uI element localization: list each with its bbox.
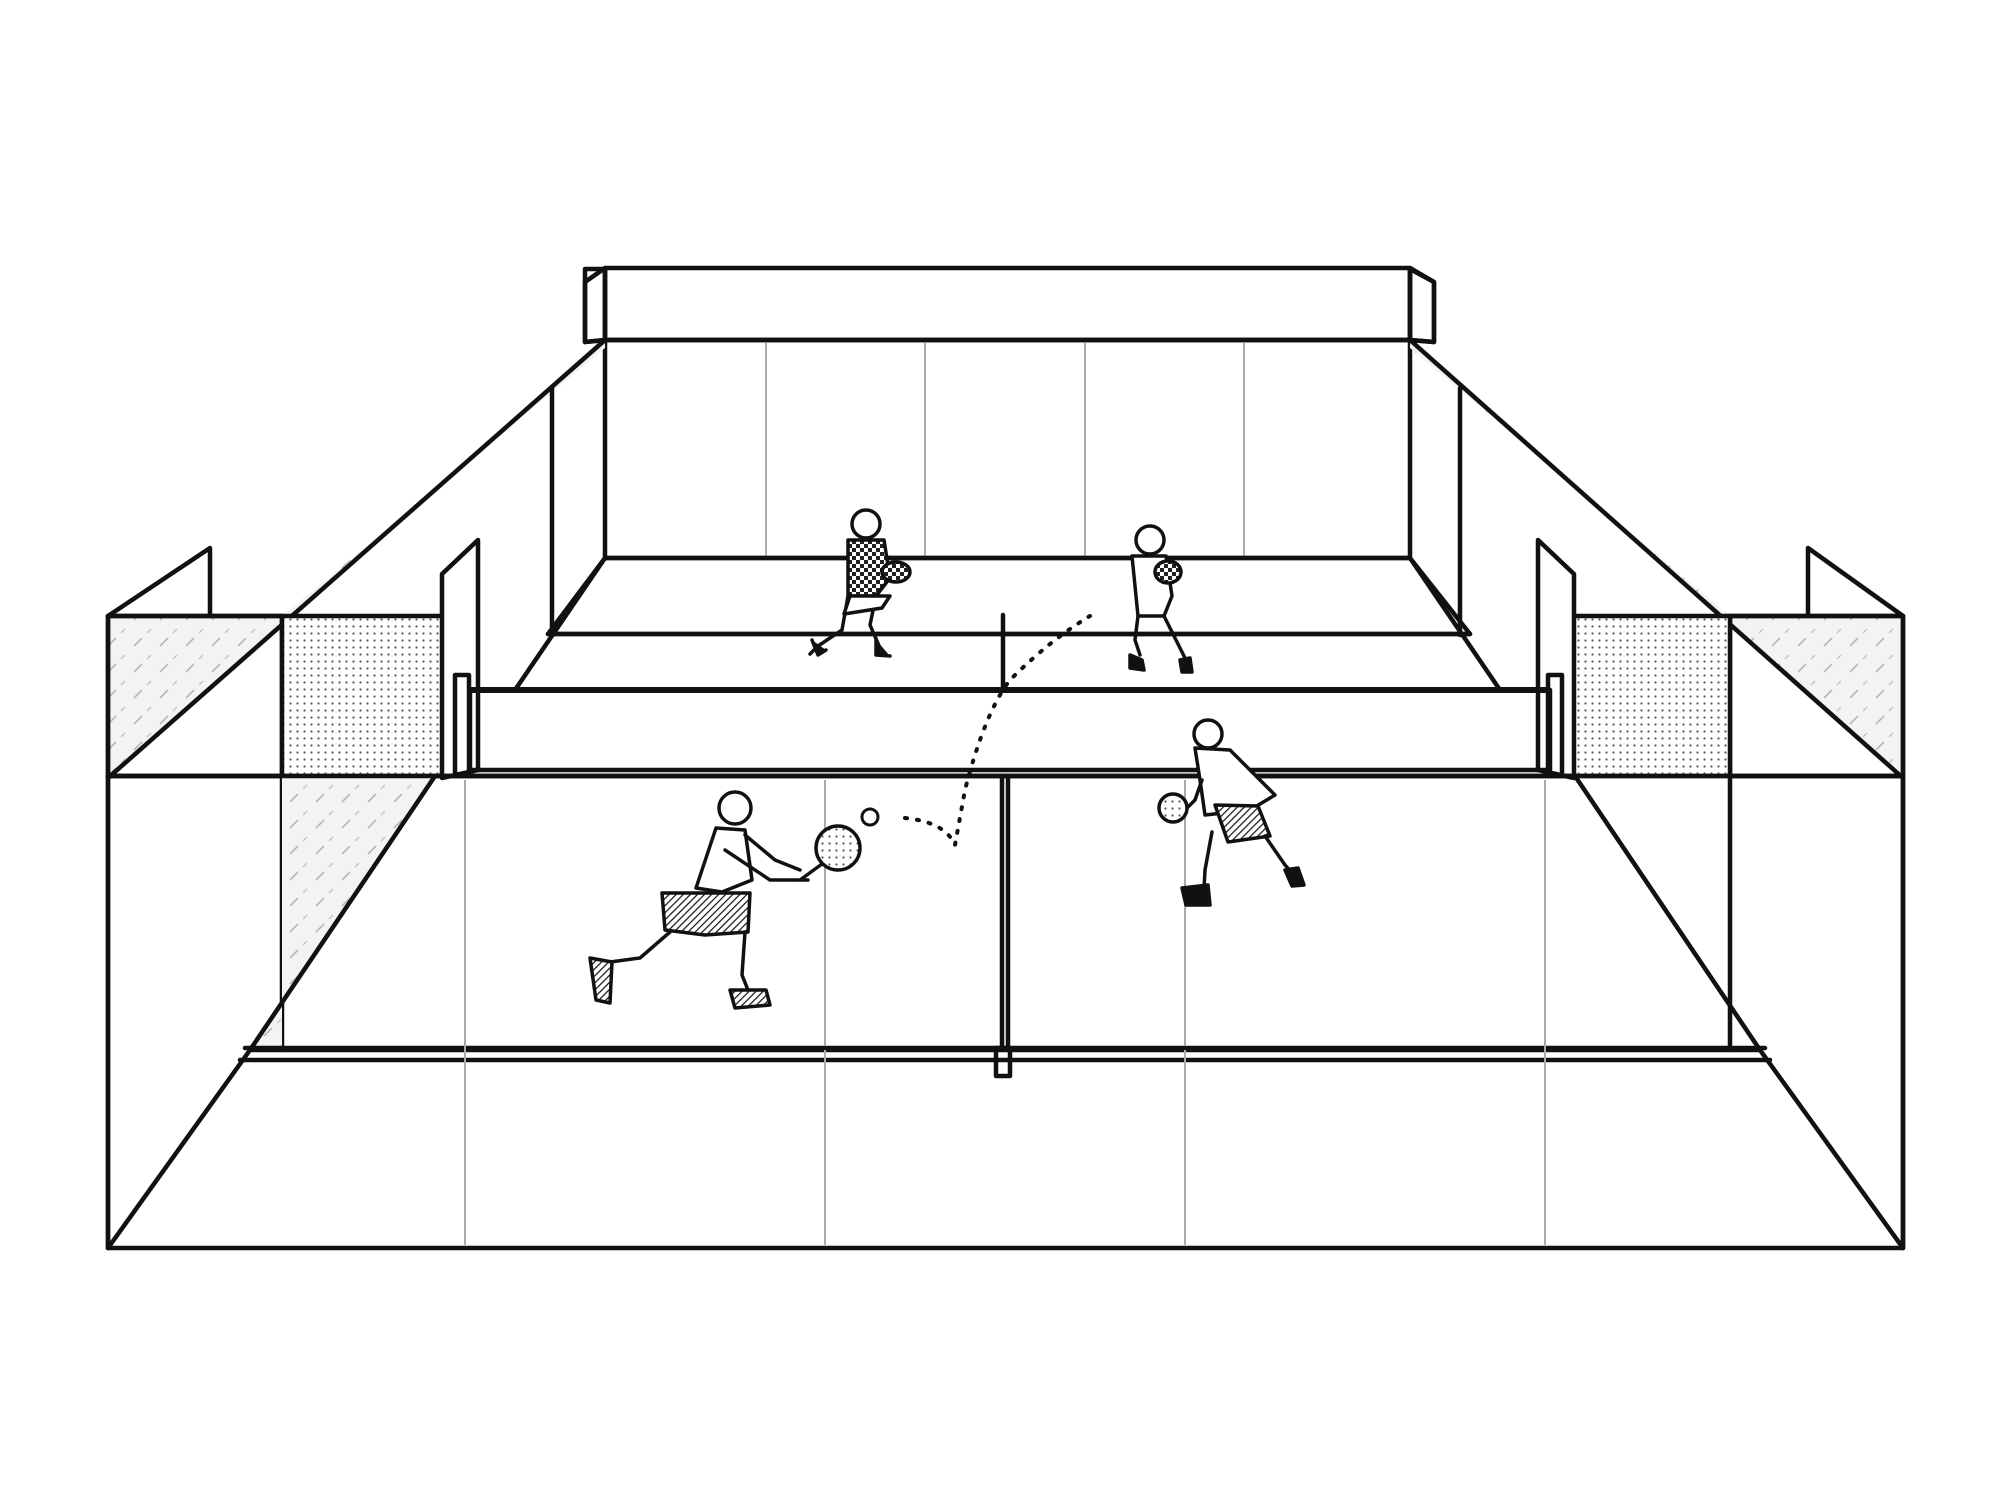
player-near-left [588, 790, 862, 1010]
player-far-right [1128, 524, 1194, 674]
back-wall-top-band [602, 265, 1413, 343]
front-glass [105, 613, 1906, 1251]
racket-icon [880, 560, 912, 584]
racket-icon [814, 824, 862, 872]
net [452, 672, 1565, 778]
far-side-walls [105, 337, 1906, 781]
side-rim-right [1535, 537, 1906, 1053]
racket-icon [1153, 559, 1183, 585]
player-near-right [1157, 718, 1306, 907]
far-court [512, 555, 1503, 693]
ball-icon [860, 807, 880, 827]
back-wall [582, 265, 1437, 561]
net-post-left [452, 672, 472, 778]
near-court-floor [247, 773, 1763, 1053]
back-wall-glass [602, 337, 1413, 561]
racket-icon [1157, 792, 1189, 824]
player-far-left [808, 508, 912, 658]
net-post-right [1545, 672, 1565, 778]
ball-trajectory [860, 614, 1092, 852]
